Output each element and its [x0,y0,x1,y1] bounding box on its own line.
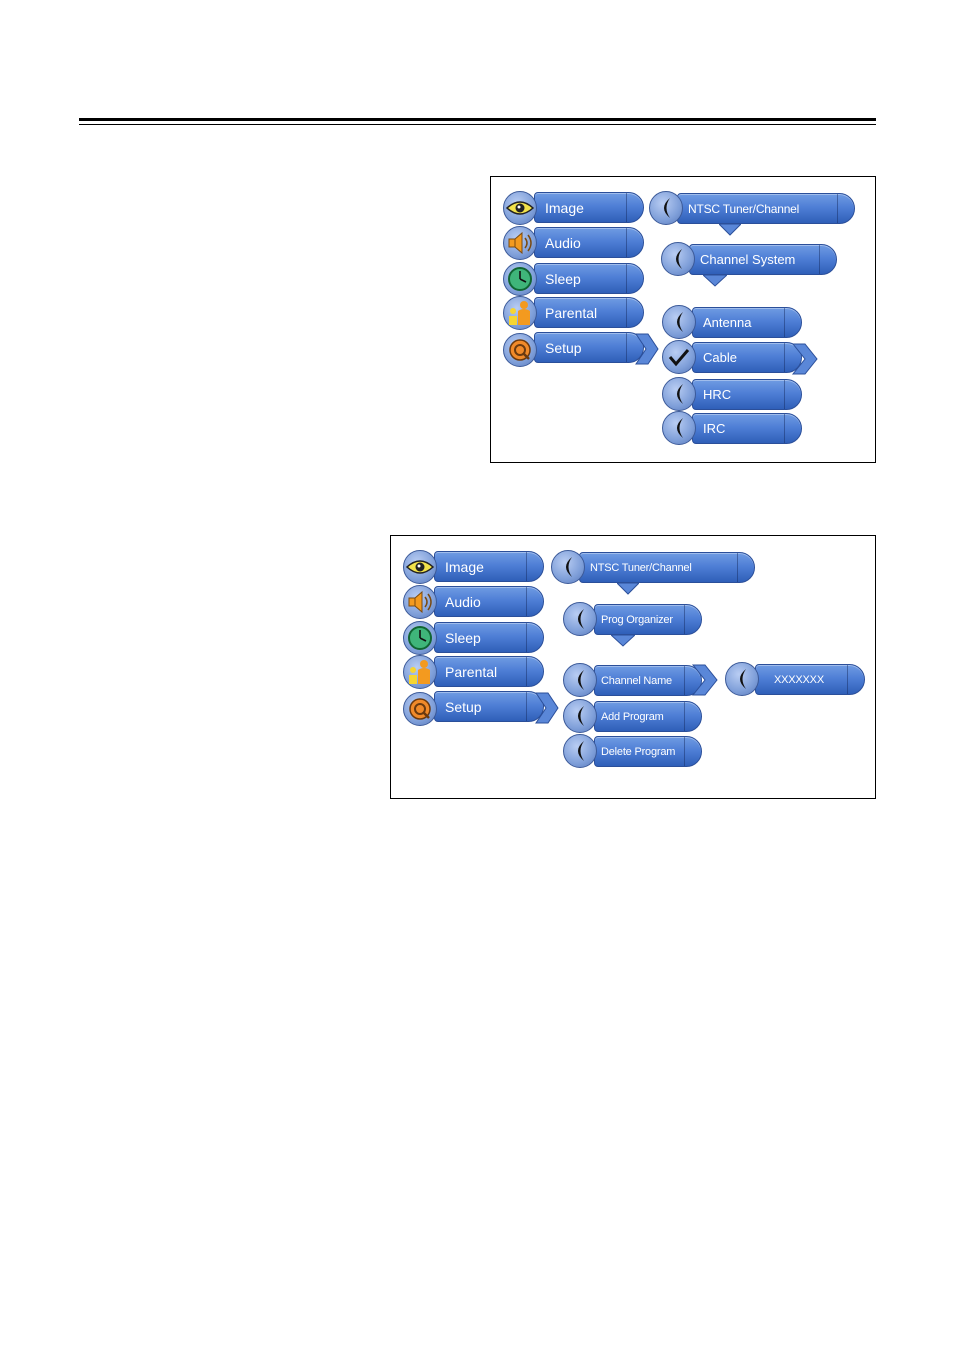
family-icon [403,655,437,689]
crescent-icon [649,191,683,225]
speaker-icon [403,585,437,619]
clock-icon [403,621,437,655]
header-rule-thin [79,124,876,125]
option-label: Antenna [693,308,785,337]
menu-item-label: Sleep [435,623,527,652]
crescent-icon [662,377,696,411]
menu-item-parental[interactable]: Parental [534,297,644,328]
channel-system-item[interactable]: Channel System [689,244,837,275]
option-add-program[interactable]: Add Program [594,701,702,732]
option-antenna[interactable]: Antenna [692,307,802,338]
ntsc-tuner-label: NTSC Tuner/Channel [678,194,838,223]
crescent-icon [551,550,585,584]
menu-item-label: Audio [535,228,627,257]
channel-name-value-text: XXXXXXX [756,665,848,694]
setup-icon [503,333,537,367]
setup-icon [403,692,437,726]
menu-item-audio[interactable]: Audio [534,227,644,258]
menu-item-label: Audio [435,587,527,616]
menu-item-sleep[interactable]: Sleep [434,622,544,653]
menu-item-setup[interactable]: Setup [434,691,544,722]
crescent-icon [662,411,696,445]
prog-organizer-item[interactable]: Prog Organizer [594,604,702,635]
menu-item-setup[interactable]: Setup [534,332,644,363]
ntsc-tuner-item[interactable]: NTSC Tuner/Channel [677,193,855,224]
option-delete-program[interactable]: Delete Program [594,736,702,767]
option-label: Channel Name [595,666,685,695]
chevron-right-icon [534,691,560,725]
menu-item-parental[interactable]: Parental [434,656,544,687]
crescent-icon [563,734,597,768]
chevron-right-icon [634,332,660,366]
crescent-icon [725,662,759,696]
channel-name-value[interactable]: XXXXXXX [755,664,865,695]
menu-item-image[interactable]: Image [534,192,644,223]
eye-icon [503,191,537,225]
menu-item-label: Setup [535,333,627,362]
menu-item-label: Setup [435,692,527,721]
chevron-right-icon [791,342,821,376]
option-irc[interactable]: IRC [692,413,802,444]
option-cable[interactable]: Cable [692,342,802,373]
option-label: HRC [693,380,785,409]
ntsc-tuner-label: NTSC Tuner/Channel [580,553,738,582]
down-pointer-icon [611,635,635,647]
option-label: Cable [693,343,785,372]
crescent-icon [563,602,597,636]
option-channel-name[interactable]: Channel Name [594,665,702,696]
menu-item-image[interactable]: Image [434,551,544,582]
crescent-icon [662,305,696,339]
down-pointer-icon [719,224,741,236]
menu-item-label: Image [535,193,627,222]
eye-icon [403,550,437,584]
menu-item-sleep[interactable]: Sleep [534,263,644,294]
channel-system-menu-screenshot: Image Audio Sleep Parental Setup NTSC Tu… [490,176,876,463]
channel-system-label: Channel System [690,245,820,274]
menu-item-label: Parental [535,298,627,327]
down-pointer-icon [617,583,639,595]
chevron-right-icon [691,663,721,697]
family-icon [503,296,537,330]
crescent-icon [661,242,695,276]
crescent-icon [563,663,597,697]
prog-organizer-label: Prog Organizer [595,605,685,634]
speaker-icon [503,226,537,260]
menu-item-label: Sleep [535,264,627,293]
option-hrc[interactable]: HRC [692,379,802,410]
option-label: IRC [693,414,785,443]
option-label: Delete Program [595,737,685,766]
checkmark-icon [662,340,696,374]
clock-icon [503,262,537,296]
ntsc-tuner-item[interactable]: NTSC Tuner/Channel [579,552,755,583]
menu-item-label: Image [435,552,527,581]
menu-item-label: Parental [435,657,527,686]
menu-item-audio[interactable]: Audio [434,586,544,617]
option-label: Add Program [595,702,685,731]
down-pointer-icon [703,275,727,287]
prog-organizer-menu-screenshot: Image Audio Sleep Parental Setup NTSC Tu… [390,535,876,799]
header-rule-thick [79,118,876,121]
crescent-icon [563,699,597,733]
